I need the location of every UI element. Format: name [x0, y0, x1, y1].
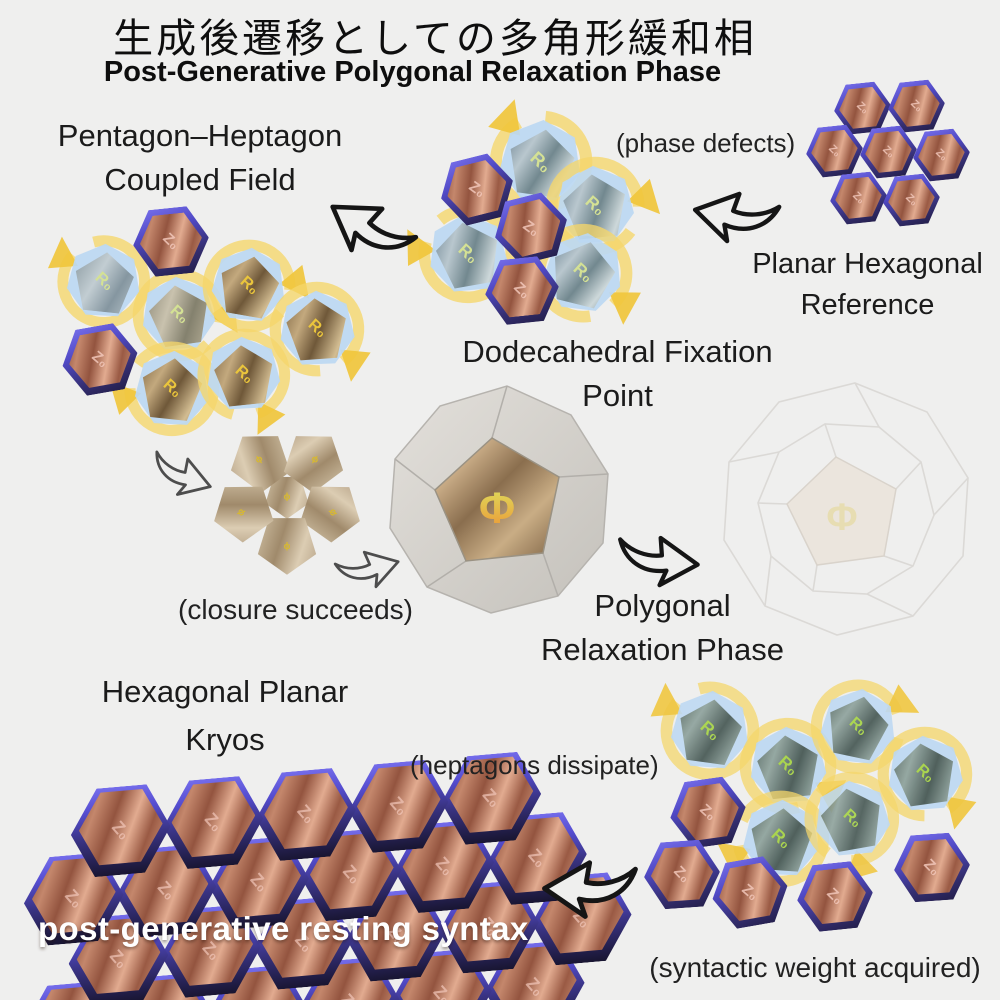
heptagon-label: R₀	[231, 362, 257, 388]
hexagon-tile: Z₀	[70, 782, 171, 879]
dodecahedron-wireframe: Φ	[723, 382, 969, 636]
label-dodecahedral-fixation-point: Dodecahedral Fixation Point	[440, 330, 795, 418]
arrow-net-to-dodecahedron-icon	[333, 550, 400, 589]
label-line: Kryos	[185, 722, 265, 758]
z-hexagon: Z₀	[880, 172, 942, 228]
label-line: Relaxation Phase	[541, 632, 784, 668]
label-pentagon-heptagon-field: Pentagon–Heptagon Coupled Field	[30, 114, 370, 202]
rotation-ring-icon	[269, 281, 371, 382]
rotation-ring-icon	[197, 328, 291, 436]
wireframe-edges	[723, 382, 969, 636]
dodecahedron-edges	[394, 385, 609, 597]
r-heptagon-unit: R₀	[650, 681, 760, 781]
arrow-reference-to-defects-icon	[692, 191, 782, 244]
r-heptagon-unit: R₀	[197, 328, 291, 436]
arrow-acquired-to-kryos-icon	[542, 860, 638, 919]
arrow-dodecahedron-to-relaxation-icon	[618, 535, 700, 588]
phi-symbol: Φ	[479, 484, 515, 533]
front-pentagon-face	[434, 437, 560, 562]
arrow-defects-to-field-icon	[330, 204, 419, 253]
label-syntactic-weight: (syntactic weight acquired)	[649, 952, 981, 983]
hexagon-tile: Z₀	[163, 774, 264, 871]
label-hexagonal-planar-kryos: Hexagonal Planar Kryos	[60, 668, 390, 764]
z-hexagon: Z₀	[892, 831, 972, 903]
label-phase-defects: (phase defects)	[616, 128, 796, 158]
label-line: Polygonal	[594, 588, 731, 623]
r-heptagon-unit: R₀	[810, 679, 920, 775]
z-hexagon: Z₀	[57, 319, 143, 398]
fading-pentagon-face	[786, 456, 897, 566]
label-line: Reference	[800, 289, 935, 322]
rotation-ring-icon	[810, 679, 920, 775]
label-line: Dodecahedral Fixation	[462, 334, 773, 369]
z-hexagon: Z₀	[482, 255, 562, 327]
r-heptagon-unit: R₀	[269, 281, 371, 382]
arrow-field-to-net-icon	[155, 450, 212, 496]
title-english: Post-Generative Polygonal Relaxation Pha…	[103, 56, 722, 88]
z-hexagon: Z₀	[707, 852, 793, 931]
z-hexagon: Z₀	[794, 859, 877, 933]
label-heptagons-dissipate: (heptagons dissipate)	[410, 750, 659, 780]
label-planar-hexagonal-reference: Planar Hexagonal Reference	[735, 244, 1000, 326]
r-heptagon-unit: R₀	[48, 235, 151, 329]
r-heptagon-unit: R₀	[804, 771, 900, 882]
rotation-ring-icon	[48, 235, 151, 329]
label-line: Coupled Field	[104, 162, 296, 198]
label-line: Planar Hexagonal	[752, 248, 983, 280]
label-line: Hexagonal Planar	[101, 674, 349, 709]
label-resting-syntax: post-generative resting syntax	[38, 910, 529, 947]
label-line: Point	[582, 378, 653, 414]
rotation-ring-icon	[650, 681, 760, 781]
label-polygonal-relaxation-phase: Polygonal Relaxation Phase	[490, 584, 835, 672]
rotation-ring-icon	[533, 223, 641, 325]
dodecahedron-solid: Φ	[389, 385, 609, 614]
title-japanese: 生成後遷移としての多角形緩和相	[113, 17, 757, 61]
phi-symbol-faded: Φ	[826, 497, 857, 539]
label-closure-succeeds: (closure succeeds)	[178, 594, 413, 625]
label-line: Pentagon–Heptagon	[57, 118, 343, 153]
r-heptagon-unit: R₀	[533, 223, 641, 325]
z-hexagon: Z₀	[130, 204, 213, 278]
hexagon-tile: Z₀	[255, 766, 356, 863]
